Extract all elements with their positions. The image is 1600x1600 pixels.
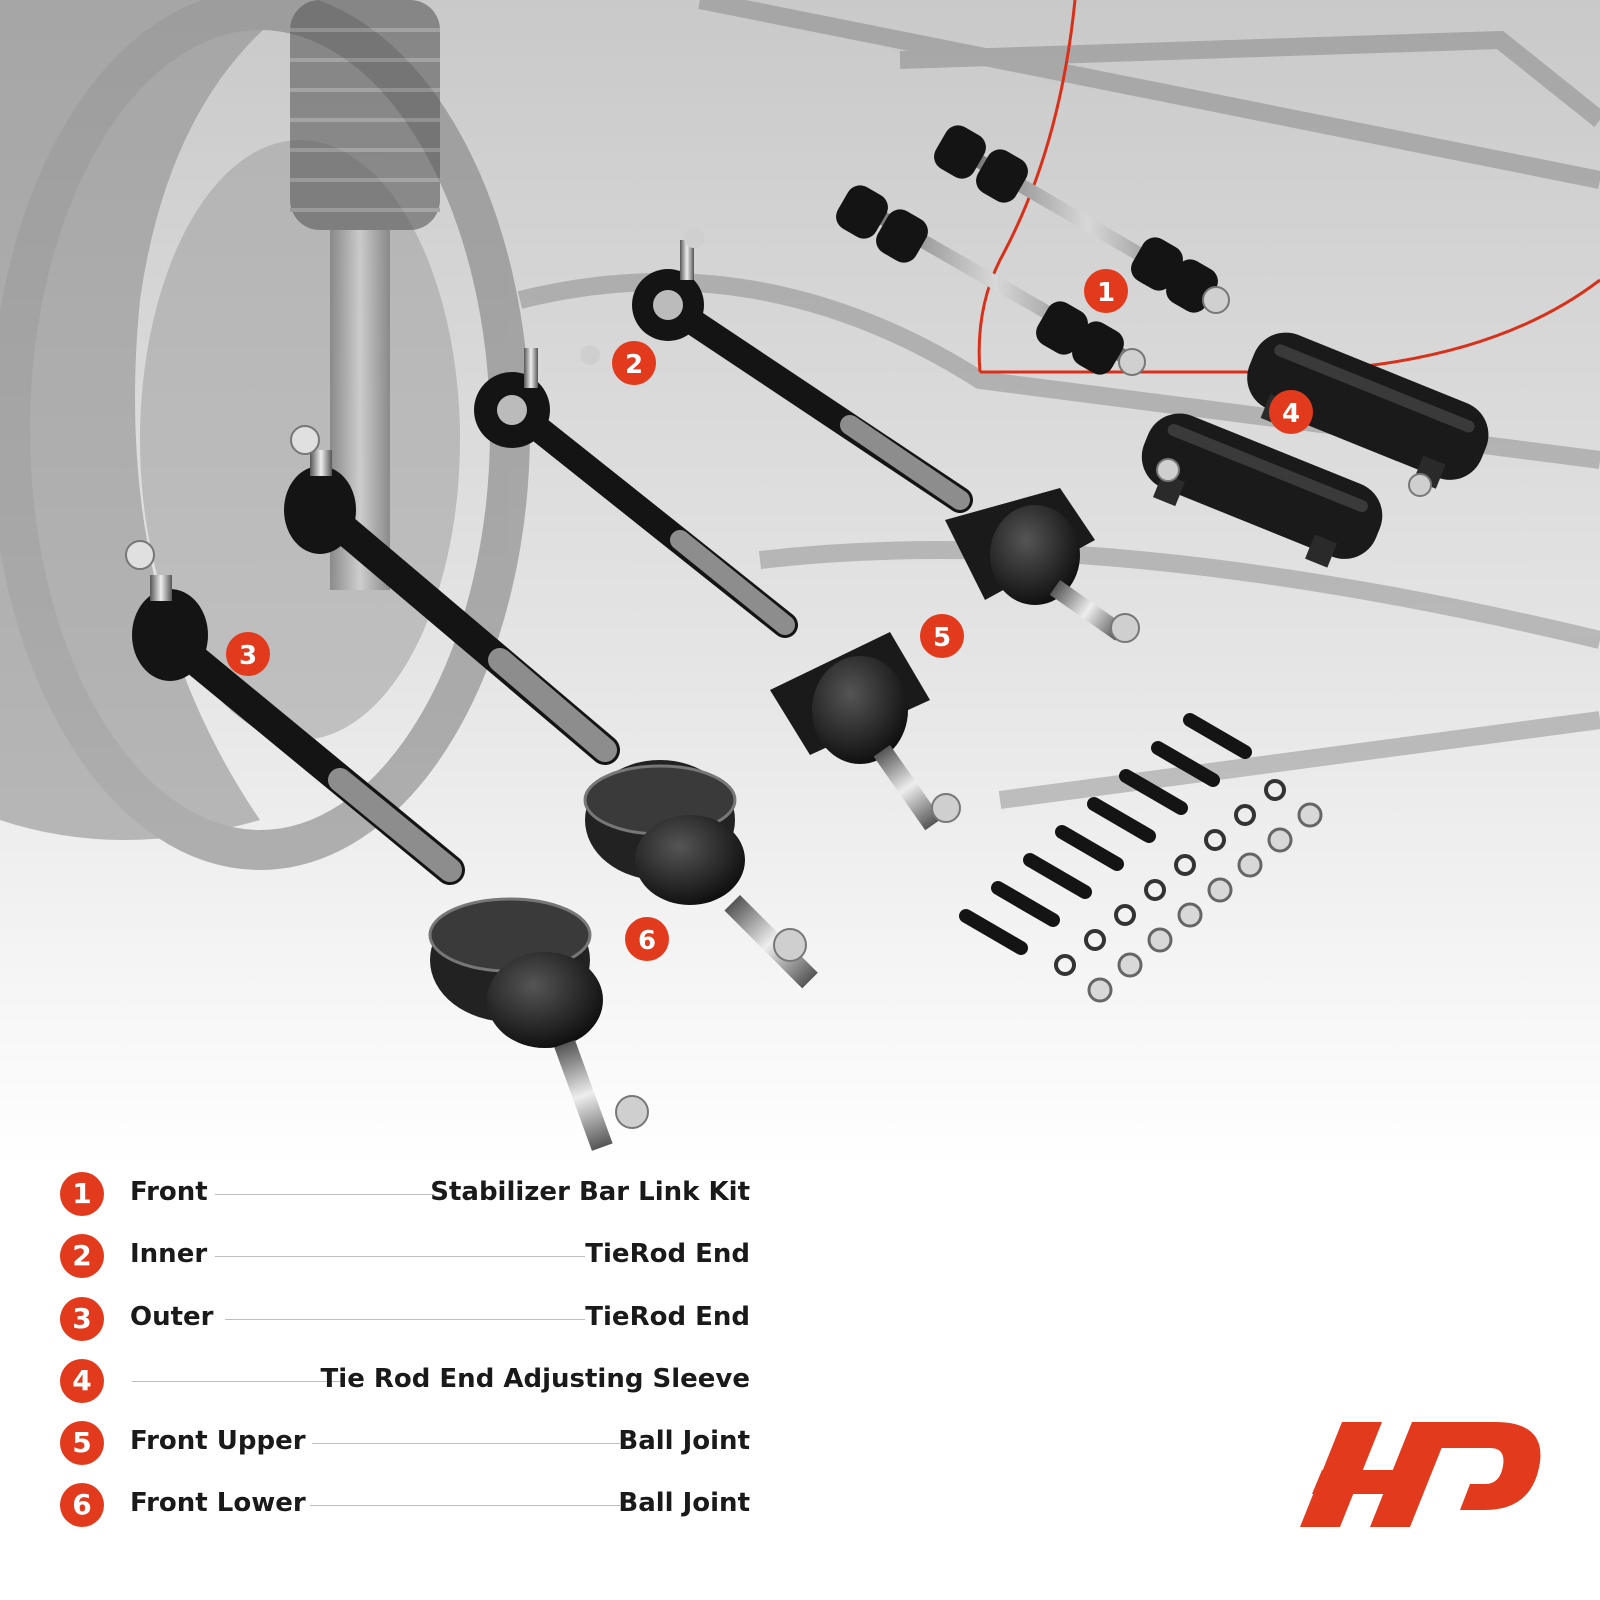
legend-number: 6 <box>60 1483 104 1527</box>
legend-part: TieRod End <box>585 1239 750 1269</box>
legend-row-1: 1 Front Stabilizer Bar Link Kit <box>60 1169 750 1219</box>
lower-ball-joint-b <box>428 897 649 1151</box>
legend-part: Ball Joint <box>618 1488 750 1518</box>
legend-number: 3 <box>60 1297 104 1341</box>
callout-3: 3 <box>226 632 270 676</box>
leader-line <box>225 1319 585 1320</box>
nuts <box>1087 802 1323 1003</box>
callout-2-label: 2 <box>625 350 643 380</box>
leader-line <box>310 1505 620 1506</box>
legend-position: Front Lower <box>130 1488 306 1518</box>
bolts <box>959 713 1252 955</box>
stabilizer-link-lower <box>836 185 1146 376</box>
callout-4-label: 4 <box>1282 399 1300 429</box>
legend-row-4: 4 Tie Rod End Adjusting Sleeve <box>60 1356 750 1406</box>
legend-part: TieRod End <box>585 1302 750 1332</box>
tie-rod-adjusting-sleeves <box>1141 332 1489 568</box>
stabilizer-bar-link-kit <box>836 125 1230 376</box>
legend-row-5: 5 Front Upper Ball Joint <box>60 1418 750 1468</box>
legend-number: 1 <box>60 1172 104 1216</box>
leader-line <box>215 1256 585 1257</box>
callout-3-label: 3 <box>239 641 257 671</box>
legend-number: 4 <box>60 1359 104 1403</box>
legend-position: Front <box>130 1177 208 1207</box>
callout-5-label: 5 <box>933 623 951 653</box>
outer-tie-rod-end-b <box>125 540 465 885</box>
legend-position: Front Upper <box>130 1426 306 1456</box>
callout-6: 6 <box>625 917 669 961</box>
outer-tie-rod-ends <box>125 425 620 885</box>
product-photo: 1 2 3 4 5 6 <box>0 0 1600 1170</box>
legend-part: Tie Rod End Adjusting Sleeve <box>320 1364 750 1394</box>
leader-line <box>215 1194 435 1195</box>
upper-ball-joint-a <box>945 488 1140 643</box>
legend-position: Inner <box>130 1239 208 1269</box>
ap-logo <box>1300 1422 1541 1527</box>
leader-line <box>132 1381 345 1382</box>
inner-tie-rod-end-b <box>474 345 798 638</box>
callout-4: 4 <box>1269 390 1313 434</box>
legend-number: 5 <box>60 1421 104 1465</box>
callout-1: 1 <box>1084 269 1128 313</box>
lower-ball-joints <box>428 760 818 1151</box>
outer-tie-rod-end-a <box>284 425 620 765</box>
callout-badges: 1 2 3 4 5 6 <box>226 269 1313 961</box>
legend-position: Outer <box>130 1302 214 1332</box>
callout-5: 5 <box>920 614 964 658</box>
washers <box>1054 779 1286 976</box>
hardware-kit <box>959 713 1323 1003</box>
legend-part: Ball Joint <box>618 1426 750 1456</box>
lower-ball-joint-a <box>583 760 818 989</box>
inner-tie-rod-ends <box>474 228 973 638</box>
legend-row-2: 2 Inner TieRod End <box>60 1231 750 1281</box>
leader-line <box>312 1443 620 1444</box>
stabilizer-link-upper <box>934 125 1230 314</box>
inner-tie-rod-end-a <box>632 228 973 513</box>
legend-part: Stabilizer Bar Link Kit <box>430 1177 750 1207</box>
callout-1-label: 1 <box>1097 278 1115 308</box>
upper-ball-joint-b <box>770 632 961 831</box>
callout-6-label: 6 <box>638 926 656 956</box>
legend-row-6: 6 Front Lower Ball Joint <box>60 1480 750 1530</box>
legend-number: 2 <box>60 1234 104 1278</box>
chassis-frame <box>517 0 1600 809</box>
upper-ball-joints <box>770 488 1140 831</box>
callout-2: 2 <box>612 341 656 385</box>
legend-row-3: 3 Outer TieRod End <box>60 1294 750 1344</box>
